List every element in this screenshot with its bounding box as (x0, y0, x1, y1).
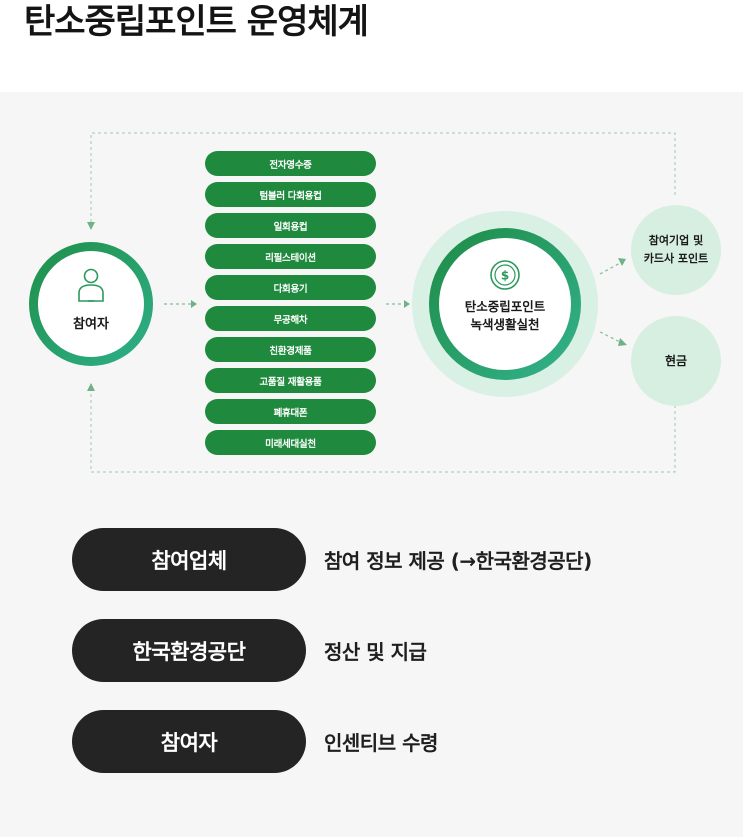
coin-icon: $ (490, 260, 520, 290)
bottom-loop-connector (90, 386, 676, 473)
reward-points-node (631, 205, 721, 295)
role-row-agency: 한국환경공단 정산 및 지급 (72, 619, 712, 682)
arrow-head-4 (618, 338, 627, 346)
center-node (412, 211, 598, 397)
role-row-participant: 참여자 인센티브 수령 (72, 710, 712, 773)
arrow-head-2 (404, 300, 410, 308)
action-pill: 다회용기 (205, 275, 376, 300)
action-pill: 고품질 재활용품 (205, 368, 376, 393)
action-pill: 텀블러 다회용컵 (205, 182, 376, 207)
action-pill: 전자영수증 (205, 151, 376, 176)
role-badge: 한국환경공단 (72, 619, 306, 682)
action-pill: 일회용컵 (205, 213, 376, 238)
participant-node (29, 242, 153, 366)
participant-label: 참여자 (73, 317, 109, 332)
arrow-head-1 (191, 300, 197, 308)
reward-points-line1: 참여기업 및 (648, 234, 704, 247)
arrow-down-head (87, 222, 95, 230)
role-description: 참여 정보 제공 (→한국환경공단) (324, 549, 592, 573)
reward-cash-label: 현금 (664, 354, 688, 368)
role-badge: 참여업체 (72, 528, 306, 591)
svg-text:$: $ (501, 269, 509, 283)
role-row-company: 참여업체 참여 정보 제공 (→한국환경공단) (72, 528, 712, 591)
arrow-up-head (87, 383, 95, 391)
top-loop-connector (90, 132, 676, 227)
arrow-center-to-points (599, 261, 623, 275)
role-badge: 참여자 (72, 710, 306, 773)
arrow-head-3 (618, 258, 626, 266)
arrow-center-to-cash (599, 331, 623, 344)
role-description: 인센티브 수령 (324, 731, 438, 755)
reward-cash-node (631, 316, 721, 406)
action-pill: 미래세대실천 (205, 430, 376, 455)
page-title: 탄소중립포인트 운영체계 (24, 2, 369, 42)
center-label-line1: 탄소중립포인트 (464, 299, 546, 314)
reward-points-line2: 카드사 포인트 (643, 252, 709, 265)
center-label-line2: 녹색생활실천 (470, 317, 540, 332)
action-pill: 무공해차 (205, 306, 376, 331)
action-pill: 리필스테이션 (205, 244, 376, 269)
reward-points-label: 참여기업 및 카드사 포인트 (631, 232, 721, 268)
role-description: 정산 및 지급 (324, 640, 427, 664)
action-pill: 폐휴대폰 (205, 399, 376, 424)
center-label: 탄소중립포인트 녹색생활실천 (440, 298, 570, 334)
person-icon (78, 268, 104, 302)
action-pill: 친환경제품 (205, 337, 376, 362)
